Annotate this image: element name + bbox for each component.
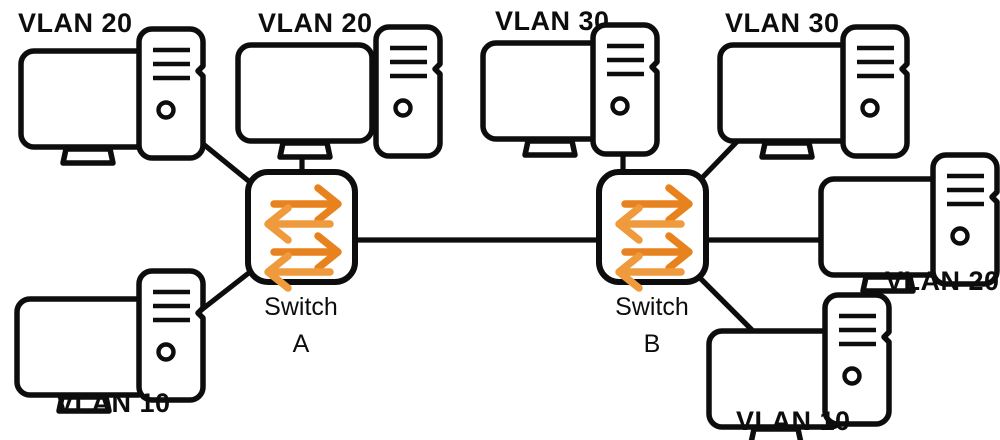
vlan-label-top-left: VLAN 20 [18,8,133,38]
pc-tower-icon-top-center-left[interactable] [376,27,440,156]
pc-tower-icon-bottom-left[interactable] [139,271,203,400]
switch-b-label-line2: B [644,330,661,358]
vlan-label-top-center-right: VLAN 30 [495,6,610,36]
desktop-monitor-icon-top-center-left[interactable] [238,45,372,157]
vlan-label-bottom-left: VLAN 10 [56,388,171,418]
switch-a-label-line1: Switch [264,293,338,321]
desktop-monitor-icon-top-right[interactable] [720,45,854,157]
switch-a-label-line2: A [293,330,310,358]
switch-b-label-line1: Switch [615,293,689,321]
endpoint-right[interactable]: VLAN 20 [821,155,1000,296]
pc-tower-icon-top-right[interactable] [843,27,907,156]
pc-tower-icon-top-center-right[interactable] [593,25,657,154]
endpoint-top-center-left[interactable]: VLAN 20 [238,8,440,157]
switch-a[interactable]: Switch A [245,169,358,358]
endpoint-top-center-right[interactable]: VLAN 30 [483,6,657,155]
pc-tower-icon-bottom-right[interactable] [825,295,889,424]
pc-tower-icon-top-left[interactable] [139,29,203,158]
desktop-monitor-icon-top-left[interactable] [21,51,155,163]
pc-tower-icon-right[interactable] [933,155,997,284]
vlan-label-bottom-right: VLAN 10 [736,406,851,436]
vlan-label-right: VLAN 20 [885,266,1000,296]
vlan-label-top-right: VLAN 30 [725,8,840,38]
endpoint-bottom-right[interactable]: VLAN 10 [709,295,889,440]
switch-b[interactable]: Switch B [596,169,709,358]
endpoint-top-left[interactable]: VLAN 20 [18,8,203,163]
link-bottom-right-to-switch-b [698,276,754,332]
endpoint-bottom-left[interactable]: VLAN 10 [17,271,203,418]
vlan-label-top-center-left: VLAN 20 [258,8,373,38]
endpoint-top-right[interactable]: VLAN 30 [720,8,907,157]
